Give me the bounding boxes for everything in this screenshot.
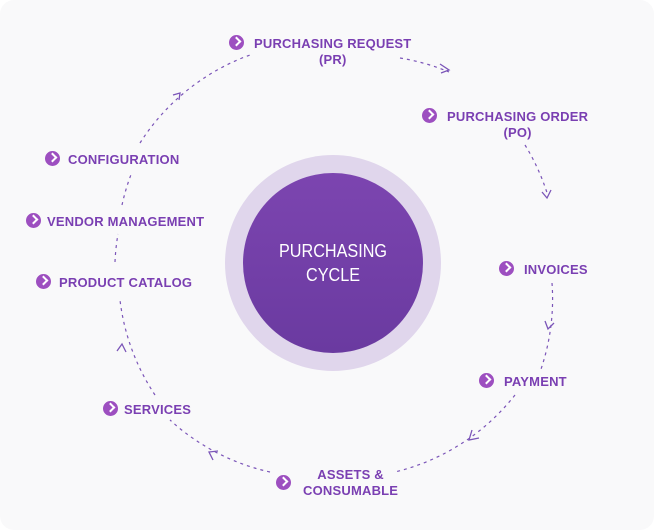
arrow-head-icon: [208, 450, 219, 461]
node-label: INVOICES: [524, 262, 588, 277]
center-title-line1: PURCHASING: [278, 241, 387, 261]
arrow-head-icon: [544, 320, 555, 331]
node-services[interactable]: SERVICES: [103, 401, 192, 418]
node-label-sub: CONSUMABLE: [303, 483, 399, 498]
node-label: PURCHASING REQUEST: [254, 36, 412, 51]
arc-pr-to-po: [399, 57, 450, 73]
node-label: CONFIGURATION: [68, 152, 180, 167]
node-configuration[interactable]: CONFIGURATION: [45, 151, 180, 168]
arc-payment-to-assets: [394, 394, 516, 473]
node-label: SERVICES: [124, 402, 192, 417]
node-label: ASSETS &: [317, 467, 384, 482]
node-label: PURCHASING ORDER: [447, 109, 589, 124]
node-payment[interactable]: PAYMENT: [479, 373, 567, 390]
node-label: PAYMENT: [504, 374, 567, 389]
arrow-head-icon: [468, 429, 480, 441]
chevron-right-circle-icon: [36, 274, 51, 289]
chevron-right-circle-icon: [26, 213, 41, 228]
center-title-line2: CYCLE: [305, 265, 361, 285]
arc-vendor-to-config: [121, 171, 133, 206]
node-purchasing-order[interactable]: PURCHASING ORDER (PO): [422, 108, 589, 141]
node-purchasing-request[interactable]: PURCHASING REQUEST (PR): [229, 35, 412, 68]
chevron-right-circle-icon: [499, 261, 514, 276]
arc-services-to-catalog: [119, 299, 156, 396]
arc-invoices-to-payment: [539, 282, 554, 373]
arrow-head-icon: [116, 342, 127, 353]
chevron-right-circle-icon: [103, 401, 118, 416]
node-label-sub: (PR): [318, 52, 347, 67]
chevron-right-circle-icon: [276, 475, 291, 490]
node-label-sub: (PO): [503, 125, 532, 140]
center-circle: PURCHASING CYCLE: [243, 173, 423, 353]
arc-catalog-to-vendor: [114, 233, 119, 263]
arrow-head-icon: [439, 63, 451, 74]
node-label: PRODUCT CATALOG: [59, 275, 193, 290]
arc-config-to-pr: [139, 54, 251, 144]
arc-assets-to-services: [169, 419, 271, 473]
node-assets-consumable[interactable]: ASSETS & CONSUMABLE: [276, 467, 398, 499]
node-product-catalog[interactable]: PRODUCT CATALOG: [36, 274, 193, 291]
chevron-right-circle-icon: [45, 151, 60, 166]
chevron-right-circle-icon: [479, 373, 494, 388]
chevron-right-circle-icon: [422, 108, 437, 123]
arrow-head-icon: [172, 92, 181, 101]
chevron-right-circle-icon: [229, 35, 244, 50]
arc-po-to-invoices: [524, 144, 549, 197]
arrow-head-icon: [541, 189, 552, 200]
node-invoices[interactable]: INVOICES: [499, 261, 588, 278]
node-vendor-management[interactable]: VENDOR MANAGEMENT: [26, 213, 205, 230]
node-label: VENDOR MANAGEMENT: [47, 214, 205, 229]
